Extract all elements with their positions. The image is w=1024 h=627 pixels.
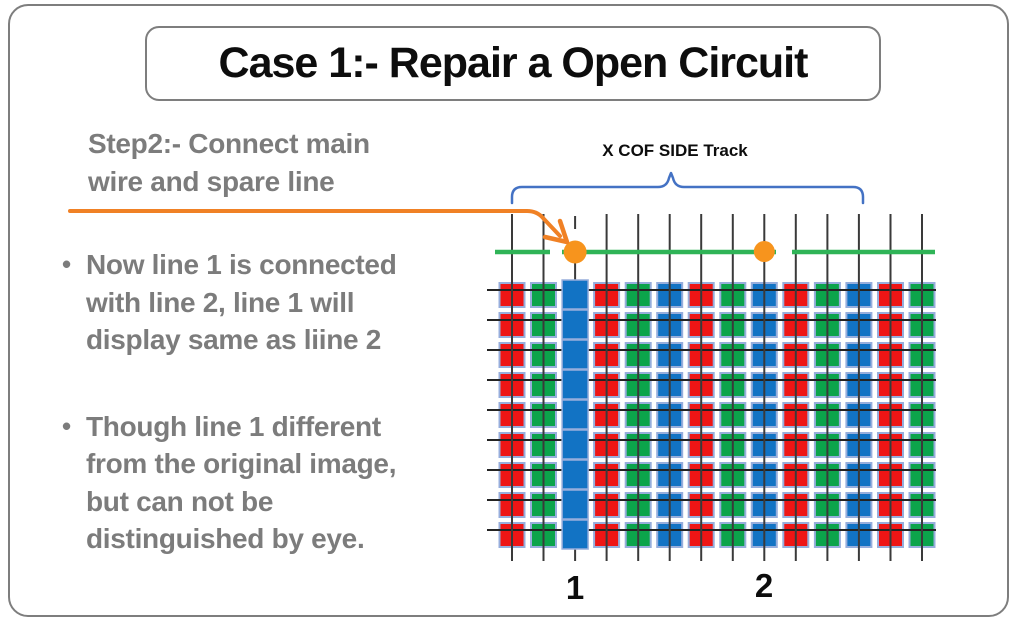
bullet-list: • Now line 1 is connected with line 2, l…: [62, 246, 492, 558]
line1-pixel-square: [561, 459, 589, 490]
page-title: Case 1:- Repair a Open Circuit: [218, 39, 809, 87]
pixel-grid: [487, 214, 936, 561]
line2-label: 2: [754, 567, 774, 604]
line1-label: 1: [565, 569, 585, 606]
line1-pixel-square: [561, 309, 589, 340]
bullet-item: • Though line 1 different from the origi…: [62, 408, 492, 558]
bullet-text: Now line 1 is connected with line 2, lin…: [86, 249, 397, 355]
arrow-connector: [68, 209, 562, 238]
line1-pixel-column: [561, 279, 589, 550]
slide-border: [8, 4, 1009, 617]
bullet-item: • Now line 1 is connected with line 2, l…: [62, 246, 492, 359]
bullet-icon: •: [62, 410, 72, 441]
line1-pixel-square: [561, 399, 589, 430]
line1-pixel-square: [561, 279, 589, 310]
brace-icon: [510, 171, 865, 205]
connection-dot-2: [753, 241, 775, 262]
line1-pixel-square: [561, 429, 589, 460]
line1-pixel-square: [561, 369, 589, 400]
line1-pixel-square: [561, 489, 589, 520]
cof-track-label: X COF SIDE Track: [602, 141, 748, 160]
bullet-text: Though line 1 different from the origina…: [86, 410, 397, 555]
bullet-icon: •: [62, 249, 72, 279]
step-heading: Step2:- Connect main wire and spare line: [88, 128, 370, 197]
title-box: Case 1:- Repair a Open Circuit: [145, 26, 881, 101]
connection-dot-1: [563, 240, 587, 264]
arrowhead-icon: [542, 218, 570, 245]
line1-pixel-square: [561, 339, 589, 370]
line1-pixel-square: [561, 519, 589, 550]
